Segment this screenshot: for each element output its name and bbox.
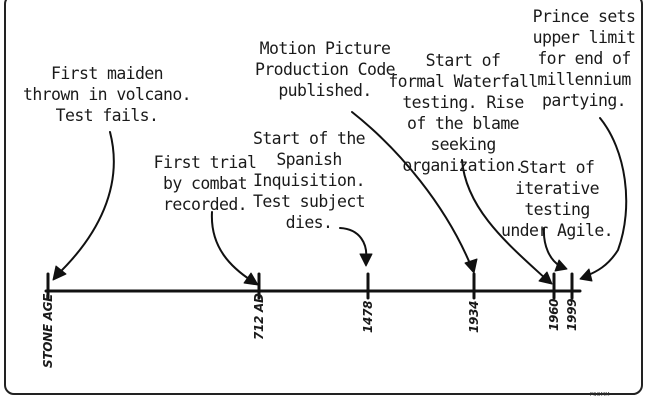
arrowhead-combat (243, 272, 259, 286)
arrowhead-maiden (52, 265, 67, 281)
combat-line-2: by combat (162, 174, 248, 193)
inquisition-line-3: Inquisition. (252, 171, 366, 190)
arrowhead-motion-picture (464, 258, 478, 274)
comic-panel-border (4, 0, 643, 395)
prince-line-1: Prince sets (532, 7, 636, 26)
agile-line-1: Start of (519, 158, 595, 177)
arrowhead-prince (579, 268, 593, 282)
prince-line-3: for end of (537, 49, 631, 68)
arrow-maiden (55, 131, 115, 277)
annotation-first-maiden: First maiden thrown in volcano. Test fai… (14, 63, 200, 126)
inquisition-line-5: dies. (285, 213, 333, 232)
annotation-prince: Prince sets upper limit for end of mille… (526, 6, 642, 111)
prince-line-4: millennium (537, 70, 631, 89)
maiden-line-3: Test fails. (55, 106, 159, 125)
arrow-waterfall (461, 159, 548, 281)
arrow-combat (210, 211, 253, 282)
prince-line-5: partying. (541, 91, 627, 110)
maiden-line-2: thrown in volcano. (22, 85, 192, 104)
tick-label-1960: 1960 (547, 298, 561, 331)
waterfall-line-5: organization. (402, 156, 524, 175)
maiden-line-1: First maiden (50, 64, 164, 83)
waterfall-line-1: Start of (425, 51, 501, 70)
tick-label-1999: 1999 (565, 298, 579, 331)
combat-line-1: First trial (153, 153, 257, 172)
tick-label-1934: 1934 (467, 300, 481, 333)
arrow-prince (585, 117, 628, 277)
waterfall-line-2: formal Waterfall (388, 72, 538, 91)
motion-picture-line-2: Production Code (254, 60, 396, 79)
agile-line-2: iterative testing (514, 179, 600, 219)
combat-line-3: recorded. (162, 195, 248, 214)
annotation-spanish-inquisition: Start of the Spanish Inquisition. Test s… (250, 128, 368, 233)
tick-label-stone-age: STONE AGE (41, 293, 55, 368)
waterfall-line-4: of the blame seeking (406, 114, 520, 154)
inquisition-line-1: Start of the (252, 129, 366, 148)
arrowhead-waterfall (538, 271, 553, 285)
annotation-waterfall: Start of formal Waterfall testing. Rise … (376, 50, 550, 176)
artist-signature: PSOMM (590, 392, 610, 398)
prince-line-2: upper limit (532, 28, 636, 47)
arrow-motion-picture (351, 111, 472, 267)
tick-label-1478: 1478 (361, 300, 375, 333)
tick-label-712-ad: 712 AD (252, 293, 266, 340)
agile-line-3: under Agile. (500, 221, 614, 240)
waterfall-line-3: testing. Rise (402, 93, 524, 112)
inquisition-line-2: Spanish (276, 150, 342, 169)
motion-picture-line-3: published. (278, 81, 372, 100)
inquisition-line-4: Test subject (252, 192, 366, 211)
arrowhead-agile (554, 259, 568, 272)
arrowhead-inquisition (359, 253, 373, 267)
annotation-trial-by-combat: First trial by combat recorded. (152, 152, 258, 215)
annotation-motion-picture-code: Motion Picture Production Code published… (250, 38, 400, 101)
motion-picture-line-1: Motion Picture (259, 39, 391, 58)
annotation-agile: Start of iterative testing under Agile. (490, 157, 624, 241)
